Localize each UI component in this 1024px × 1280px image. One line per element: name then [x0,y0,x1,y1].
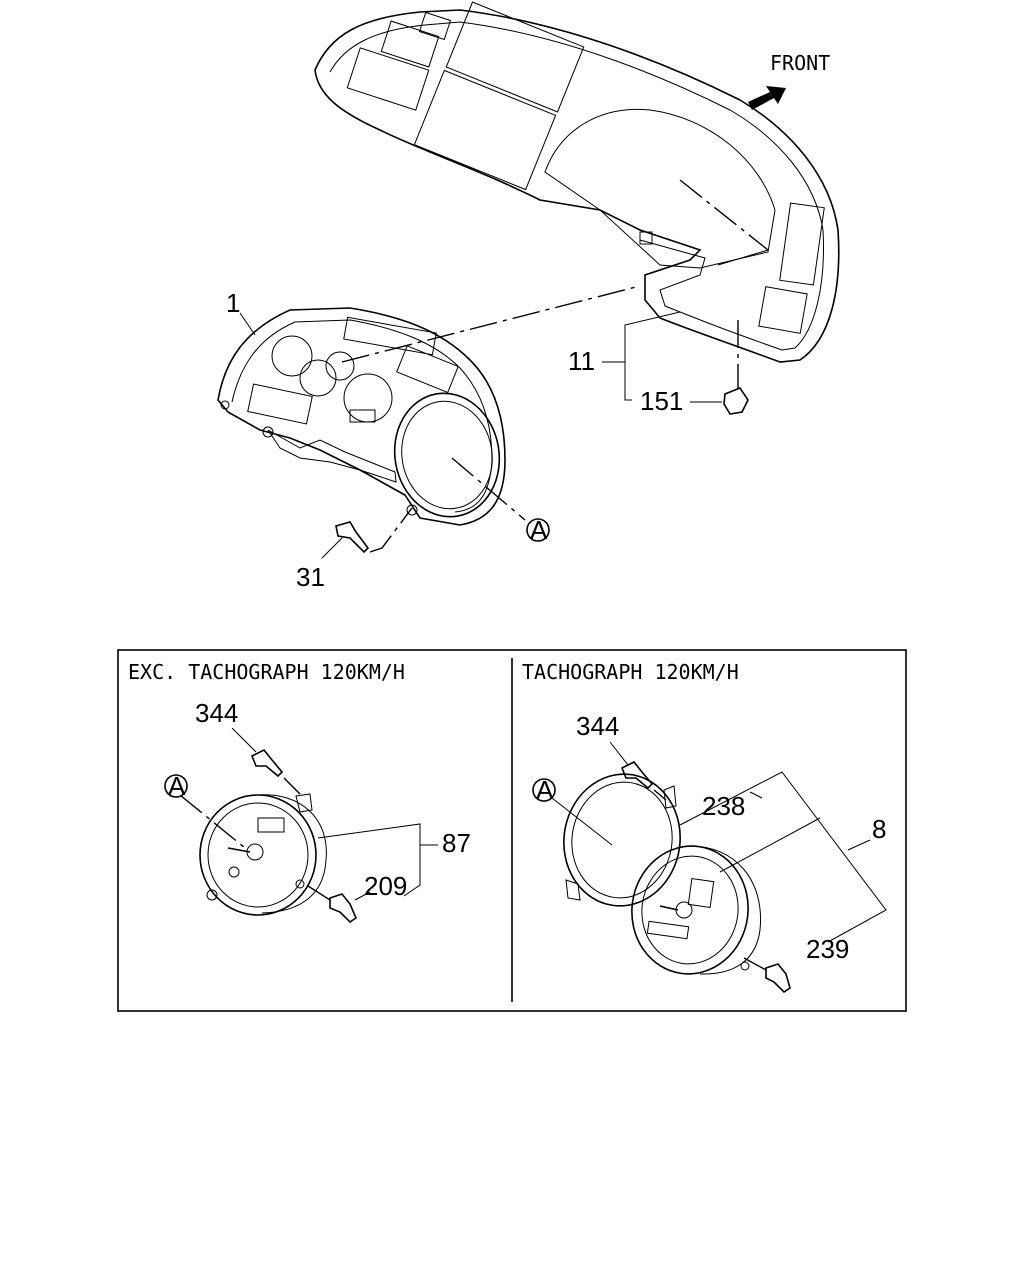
callout-151: 151 [640,386,683,416]
front-arrow-icon [748,86,786,110]
ref-a-left-label: A [168,771,186,801]
callout-344-right: 344 [576,711,619,741]
callout-239: 239 [806,934,849,964]
ref-a-right-label: A [536,775,554,805]
callout-8: 8 [872,814,886,844]
callout-238: 238 [702,791,745,821]
callout-11: 11 [568,346,595,376]
callout-1: 1 [226,288,240,318]
callout-344-left: 344 [195,698,238,728]
tachograph-meter-8 [631,845,749,975]
ref-a-right-circle [532,778,556,802]
callout-31: 31 [296,562,325,592]
callout-group-11-151: 11 151 [568,311,749,416]
meter-assembly: A 1 [217,285,641,545]
panel-tachograph: TACHOGRAPH 120KM/H 344 A 238 8 239 [522,660,887,994]
ref-a-left-circle [164,774,188,798]
sensor-209-icon [329,893,357,924]
screw-344-left-icon [250,748,284,778]
callout-209: 209 [364,871,407,901]
screw-31-icon [335,521,370,554]
front-label: FRONT [770,51,830,75]
speedometer-87 [199,794,317,916]
callout-87: 87 [442,828,471,858]
panel-right-title: TACHOGRAPH 120KM/H [522,660,739,684]
clip-151-icon [723,387,749,415]
panel-left-title: EXC. TACHOGRAPH 120KM/H [128,660,405,684]
instrument-panel-cover [314,1,840,363]
front-direction-indicator: FRONT [748,51,830,110]
screw-31-group: 31 [296,507,413,592]
sensor-239-icon [765,963,791,994]
variant-frame [117,649,907,1012]
panel-exc-tachograph: EXC. TACHOGRAPH 120KM/H 344 A 87 209 [128,660,471,924]
ref-a-circle [526,518,550,542]
ref-a-label: A [530,515,548,545]
